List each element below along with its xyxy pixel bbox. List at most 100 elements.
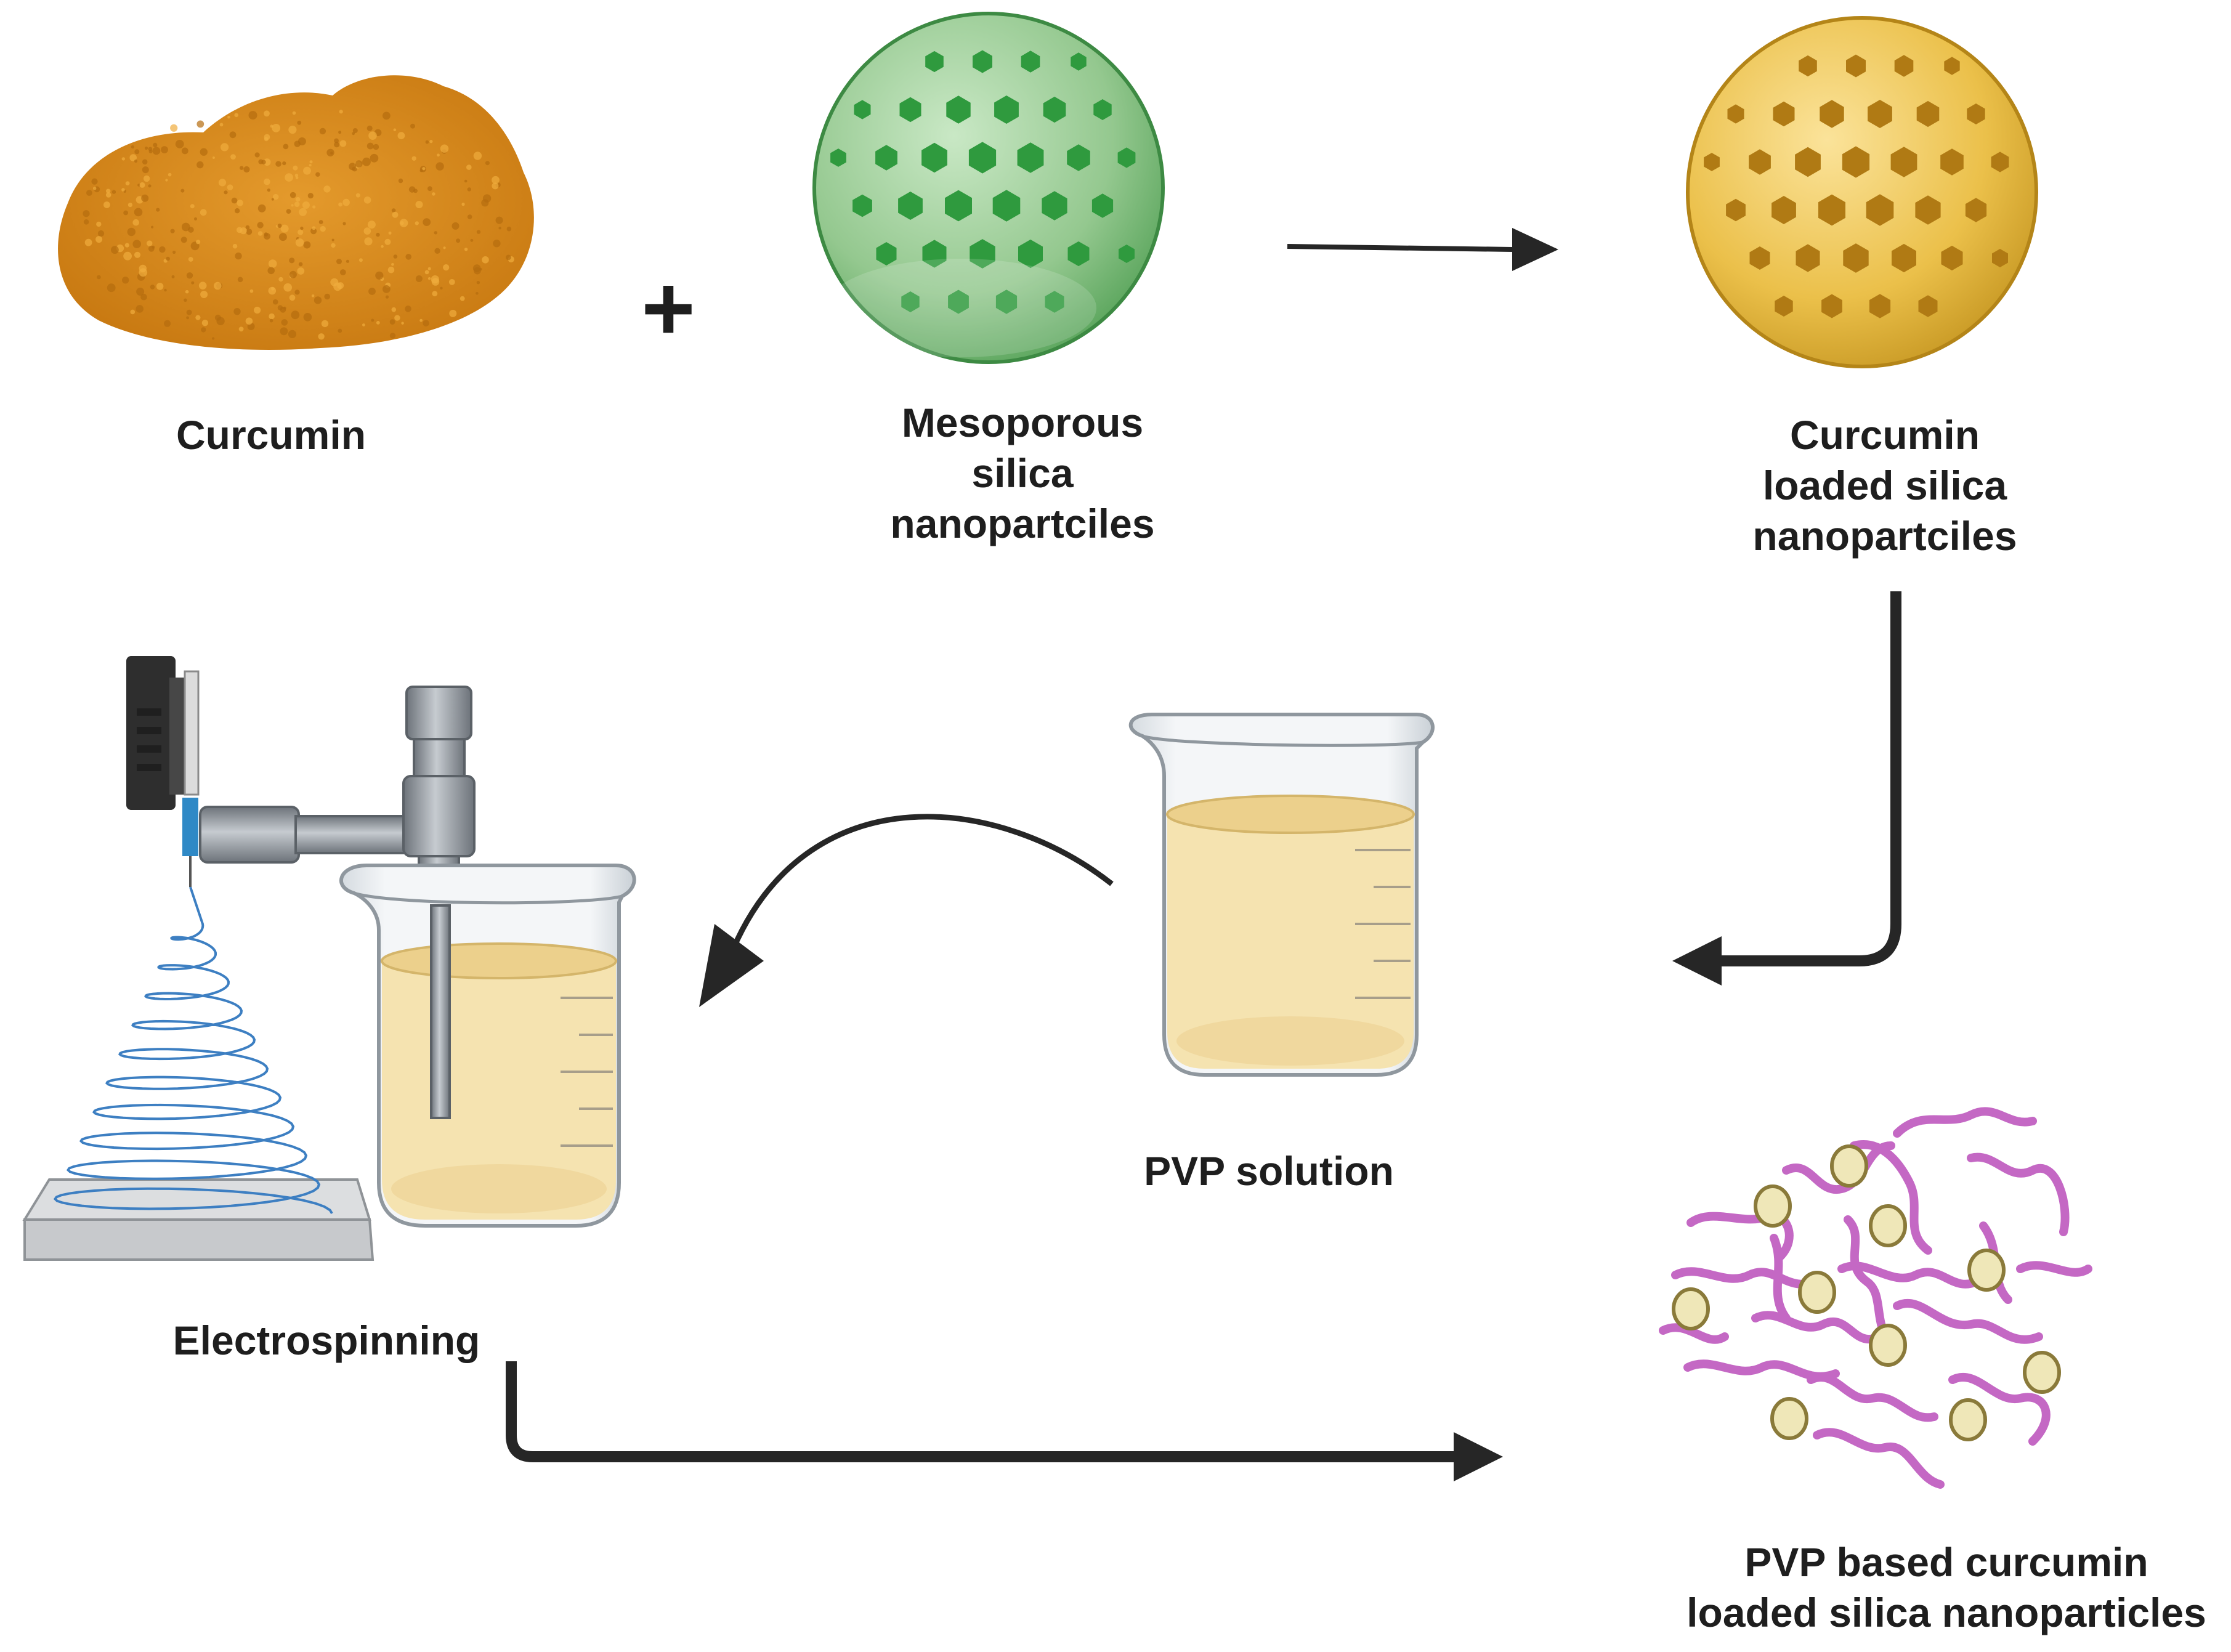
powder-grain — [435, 162, 444, 171]
powder-grain — [318, 220, 323, 224]
powder-grain — [405, 306, 411, 312]
powder-grain — [235, 252, 242, 260]
powder-grain — [440, 286, 443, 290]
powder-grain — [277, 224, 282, 228]
curcumin-powder-icon — [58, 75, 534, 350]
powder-grain — [303, 313, 312, 322]
nanoparticle-bead — [1949, 1398, 1987, 1441]
powder-grain — [200, 291, 208, 298]
loaded-pore — [1820, 100, 1844, 128]
powder-grain — [373, 144, 379, 150]
powder-grain — [302, 201, 310, 209]
powder-grain — [411, 156, 416, 161]
powder-grain — [271, 287, 275, 291]
powder-grain — [355, 160, 363, 168]
fiber-spiral — [53, 886, 333, 1215]
powder-grain — [482, 256, 489, 264]
powder-grain — [309, 164, 312, 167]
powder-grain — [434, 248, 440, 254]
powder-grain — [451, 222, 460, 230]
powder-grain — [234, 208, 240, 214]
powder-grain — [84, 238, 92, 246]
powder-grain — [221, 143, 229, 152]
powder-grain — [331, 238, 334, 241]
powder-grain — [338, 328, 342, 333]
powder-grain — [285, 173, 293, 182]
powder-grain — [129, 154, 137, 161]
nanoparticle-bead — [1869, 1324, 1907, 1367]
powder-grain — [303, 241, 311, 249]
silica-pore — [970, 239, 995, 269]
powder-grain — [232, 243, 238, 249]
powder-grain — [125, 181, 130, 185]
powder-grain — [190, 204, 195, 209]
powder-grain — [336, 259, 342, 264]
powder-grain — [383, 111, 391, 120]
silica-pore — [1017, 142, 1044, 173]
loaded-pore — [1775, 296, 1793, 317]
powder-grain — [401, 322, 404, 325]
silica-pore — [901, 291, 920, 312]
powder-grain — [152, 147, 161, 155]
powder-grain — [464, 248, 468, 251]
powder-grain — [383, 285, 391, 293]
polymer-chain — [1659, 1323, 1729, 1344]
powder-grain — [381, 245, 384, 248]
silica-pore — [876, 242, 897, 265]
silica-pore — [1043, 96, 1066, 123]
loaded-pore — [1967, 103, 1985, 124]
powder-grain — [449, 309, 457, 317]
arrow-pvp-to-electrospinning — [699, 814, 1114, 1007]
polymer-chain — [1770, 1234, 1791, 1322]
silica-pore — [994, 95, 1019, 124]
silica-pore — [945, 190, 972, 222]
powder-grain — [456, 238, 461, 243]
silica-pore — [830, 148, 846, 167]
loaded-pore — [1992, 249, 2008, 267]
powder-grain — [201, 320, 209, 326]
powder-grain — [432, 192, 435, 196]
powder-grain — [195, 315, 201, 320]
powder-grain — [330, 152, 333, 155]
powder-grain — [170, 229, 175, 233]
silica-pore — [854, 100, 871, 119]
powder-grain — [227, 184, 233, 191]
powder-grain — [506, 254, 511, 261]
powder-grain — [181, 222, 190, 232]
powder-grain — [492, 176, 500, 184]
powder-grain — [127, 227, 136, 237]
powder-grain — [238, 326, 244, 332]
powder-grain — [268, 259, 277, 268]
powder-grain — [123, 210, 129, 216]
powder-grain — [367, 221, 376, 229]
powder-grain — [368, 288, 376, 295]
polymer-chain — [1782, 1141, 1895, 1194]
powder-grain — [470, 238, 474, 242]
powder-grain — [310, 228, 317, 235]
powder-grain — [339, 140, 347, 147]
powder-grain — [289, 270, 297, 278]
powder-grain — [237, 200, 243, 206]
powder-grain — [355, 193, 360, 198]
polymer-chain — [1850, 1140, 1932, 1255]
powder-grain — [243, 166, 250, 173]
powder-grain — [473, 152, 482, 160]
powder-grain — [264, 110, 270, 117]
powder-grain — [148, 184, 152, 188]
powder-grain — [385, 295, 389, 299]
powder-grain — [393, 254, 398, 259]
powder-grain — [200, 148, 208, 156]
powder-grain — [153, 142, 158, 147]
powder-grain — [97, 275, 101, 280]
powder-grain — [476, 292, 479, 295]
powder-grain — [291, 204, 294, 207]
powder-grain — [142, 159, 148, 165]
powder-grain — [188, 257, 193, 262]
loaded-pore — [1846, 54, 1866, 78]
nanoparticle-bead — [1830, 1144, 1868, 1188]
powder-grain — [391, 208, 396, 213]
powder-grain — [137, 184, 140, 187]
silica-pore — [921, 142, 947, 173]
silica-pore — [925, 51, 944, 73]
